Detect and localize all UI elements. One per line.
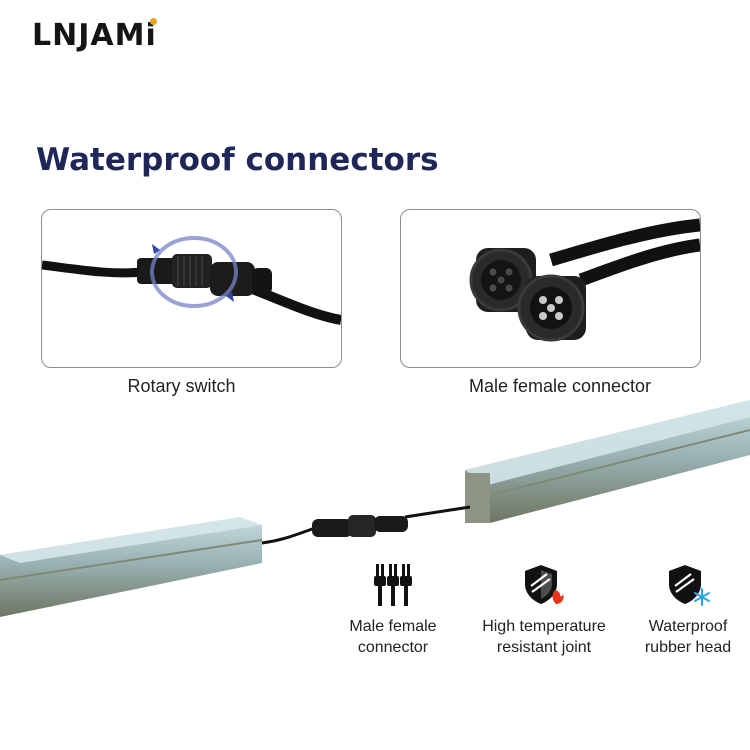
feature-male-female-connector: Male female connector [313, 562, 473, 658]
feature-high-temperature: High temperature resistant joint [464, 562, 624, 658]
brand-logo: LNJAMi [32, 18, 157, 53]
rotary-switch-photo [41, 209, 342, 368]
feature-line1: High temperature [482, 618, 606, 635]
feature-line1: Male female [349, 618, 437, 635]
pin-connector-icon [374, 564, 412, 606]
feature-line2: resistant joint [496, 639, 592, 656]
feature-line1: Waterproof [648, 618, 728, 635]
rotary-switch-caption: Rotary switch [127, 376, 236, 396]
shield-flame-icon [525, 565, 564, 604]
feature-line2: connector [357, 639, 429, 656]
brand-logo-text: LNJAMi [32, 18, 157, 53]
male-female-connector-caption: Male female connector [468, 376, 652, 396]
shield-snowflake-icon [669, 565, 710, 606]
logo-accent-dot [149, 18, 157, 25]
male-female-connector-photo [400, 209, 701, 368]
feature-waterproof-rubber-head: Waterproof rubber head [608, 562, 750, 658]
feature-line2: rubber head [644, 639, 732, 656]
page-title: Waterproof connectors [36, 142, 439, 178]
led-bar-scene [0, 400, 750, 617]
